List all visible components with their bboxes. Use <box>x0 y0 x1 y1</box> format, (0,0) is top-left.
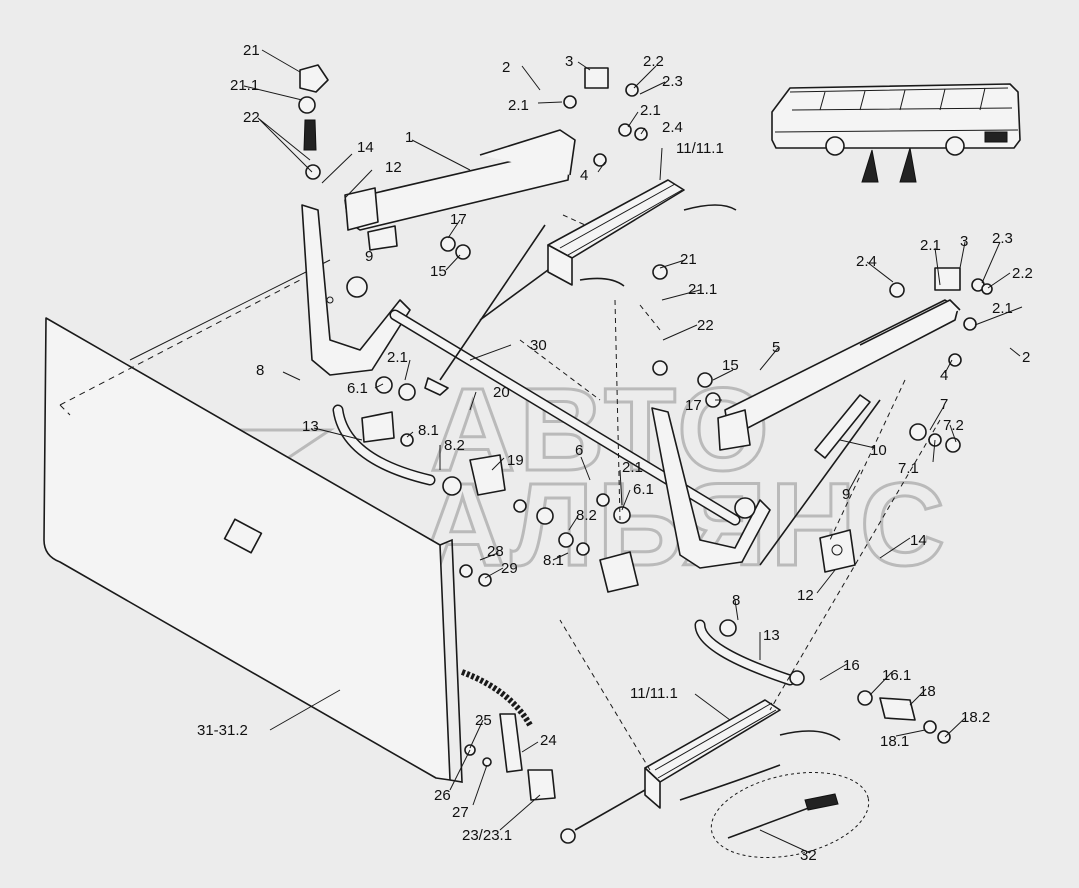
callout-11-11-1: 11/11.1 <box>630 685 678 702</box>
callout-3: 3 <box>565 53 573 70</box>
callout-8-2: 8.2 <box>444 437 465 454</box>
callout-2-1: 2.1 <box>387 349 408 366</box>
latch-blocks <box>361 411 856 593</box>
callout-4: 4 <box>580 167 588 184</box>
callout-21-1: 21.1 <box>230 77 259 94</box>
callout-16-1: 16.1 <box>882 667 911 684</box>
callout-25: 25 <box>475 712 492 729</box>
callout-7: 7 <box>940 396 948 413</box>
callout-31-31-2: 31-31.2 <box>197 722 248 739</box>
callout-21: 21 <box>680 251 697 268</box>
callout-22: 22 <box>243 109 260 126</box>
callout-15: 15 <box>722 357 739 374</box>
callout-7-1: 7.1 <box>898 460 919 477</box>
callout-9: 9 <box>365 248 373 265</box>
callout-2-4: 2.4 <box>856 253 877 270</box>
callout-2-1: 2.1 <box>622 459 643 476</box>
callout-26: 26 <box>434 787 451 804</box>
callout-8-1: 8.1 <box>418 422 439 439</box>
callout-28: 28 <box>487 543 504 560</box>
callout-20: 20 <box>493 384 510 401</box>
callout-19: 19 <box>507 452 524 469</box>
callout-23-23-1: 23/23.1 <box>462 827 512 844</box>
door-rods <box>332 404 796 686</box>
callout-13: 13 <box>302 418 319 435</box>
callout-12: 12 <box>385 159 402 176</box>
callout-27: 27 <box>452 804 469 821</box>
callout-2-1: 2.1 <box>508 97 529 114</box>
door-panel <box>43 259 463 783</box>
callout-2-1: 2.1 <box>992 300 1013 317</box>
callout-16: 16 <box>843 657 860 674</box>
upper-cylinder <box>479 179 737 321</box>
callout-21-1: 21.1 <box>688 281 717 298</box>
callout-3: 3 <box>960 233 968 250</box>
lower-cylinder <box>560 699 841 844</box>
callout-2-2: 2.2 <box>643 53 664 70</box>
callout-2: 2 <box>502 59 510 76</box>
callout-2-1: 2.1 <box>920 237 941 254</box>
callout-24: 24 <box>540 732 557 749</box>
callout-10: 10 <box>870 442 887 459</box>
callout-32: 32 <box>800 847 817 864</box>
left-hinge-bracket <box>301 204 411 376</box>
small-parts <box>298 64 993 801</box>
callout-6-1: 6.1 <box>347 380 368 397</box>
callout-8-2: 8.2 <box>576 507 597 524</box>
hose <box>460 669 533 727</box>
callout-21: 21 <box>243 42 260 59</box>
callout-2-4: 2.4 <box>662 119 683 136</box>
callout-8: 8 <box>256 362 264 379</box>
callout-15: 15 <box>430 263 447 280</box>
callout-6-1: 6.1 <box>633 481 654 498</box>
callout-18-2: 18.2 <box>961 709 990 726</box>
callout-22: 22 <box>697 317 714 334</box>
callout-13: 13 <box>763 627 780 644</box>
callout-2: 2 <box>1022 349 1030 366</box>
callout-labels: 21 21.1 22 14 12 1 2 2.1 3 2.2 2.3 2.1 2… <box>197 42 1033 864</box>
callout-17: 17 <box>450 211 467 228</box>
callout-12: 12 <box>797 587 814 604</box>
callout-1: 1 <box>405 129 413 146</box>
gas-struts <box>424 224 881 566</box>
upper-left-beam <box>344 129 576 251</box>
watermark: АВТО АЛЬЯНС <box>178 363 947 593</box>
callout-5: 5 <box>772 339 780 356</box>
callout-8: 8 <box>732 592 740 609</box>
bus-silhouette <box>771 83 1021 183</box>
callout-6: 6 <box>575 442 583 459</box>
callout-30: 30 <box>530 337 547 354</box>
bolt-detail <box>710 771 870 859</box>
callout-4: 4 <box>940 367 948 384</box>
upper-right-beam <box>717 299 961 451</box>
callout-14: 14 <box>357 139 374 156</box>
callout-14: 14 <box>910 532 927 549</box>
callout-2-1: 2.1 <box>640 102 661 119</box>
callout-11-11-1: 11/11.1 <box>676 140 724 157</box>
callout-18: 18 <box>919 683 936 700</box>
callout-2-2: 2.2 <box>1012 265 1033 282</box>
callout-9: 9 <box>842 486 850 503</box>
callout-29: 29 <box>501 560 518 577</box>
callout-7-2: 7.2 <box>943 417 964 434</box>
leader-lines <box>243 49 1023 854</box>
callout-17: 17 <box>685 397 702 414</box>
callout-8-1: 8.1 <box>543 552 564 569</box>
callout-2-3: 2.3 <box>992 230 1013 247</box>
callout-2-3: 2.3 <box>662 73 683 90</box>
right-hinge-bracket <box>651 407 771 569</box>
callout-18-1: 18.1 <box>880 733 909 750</box>
